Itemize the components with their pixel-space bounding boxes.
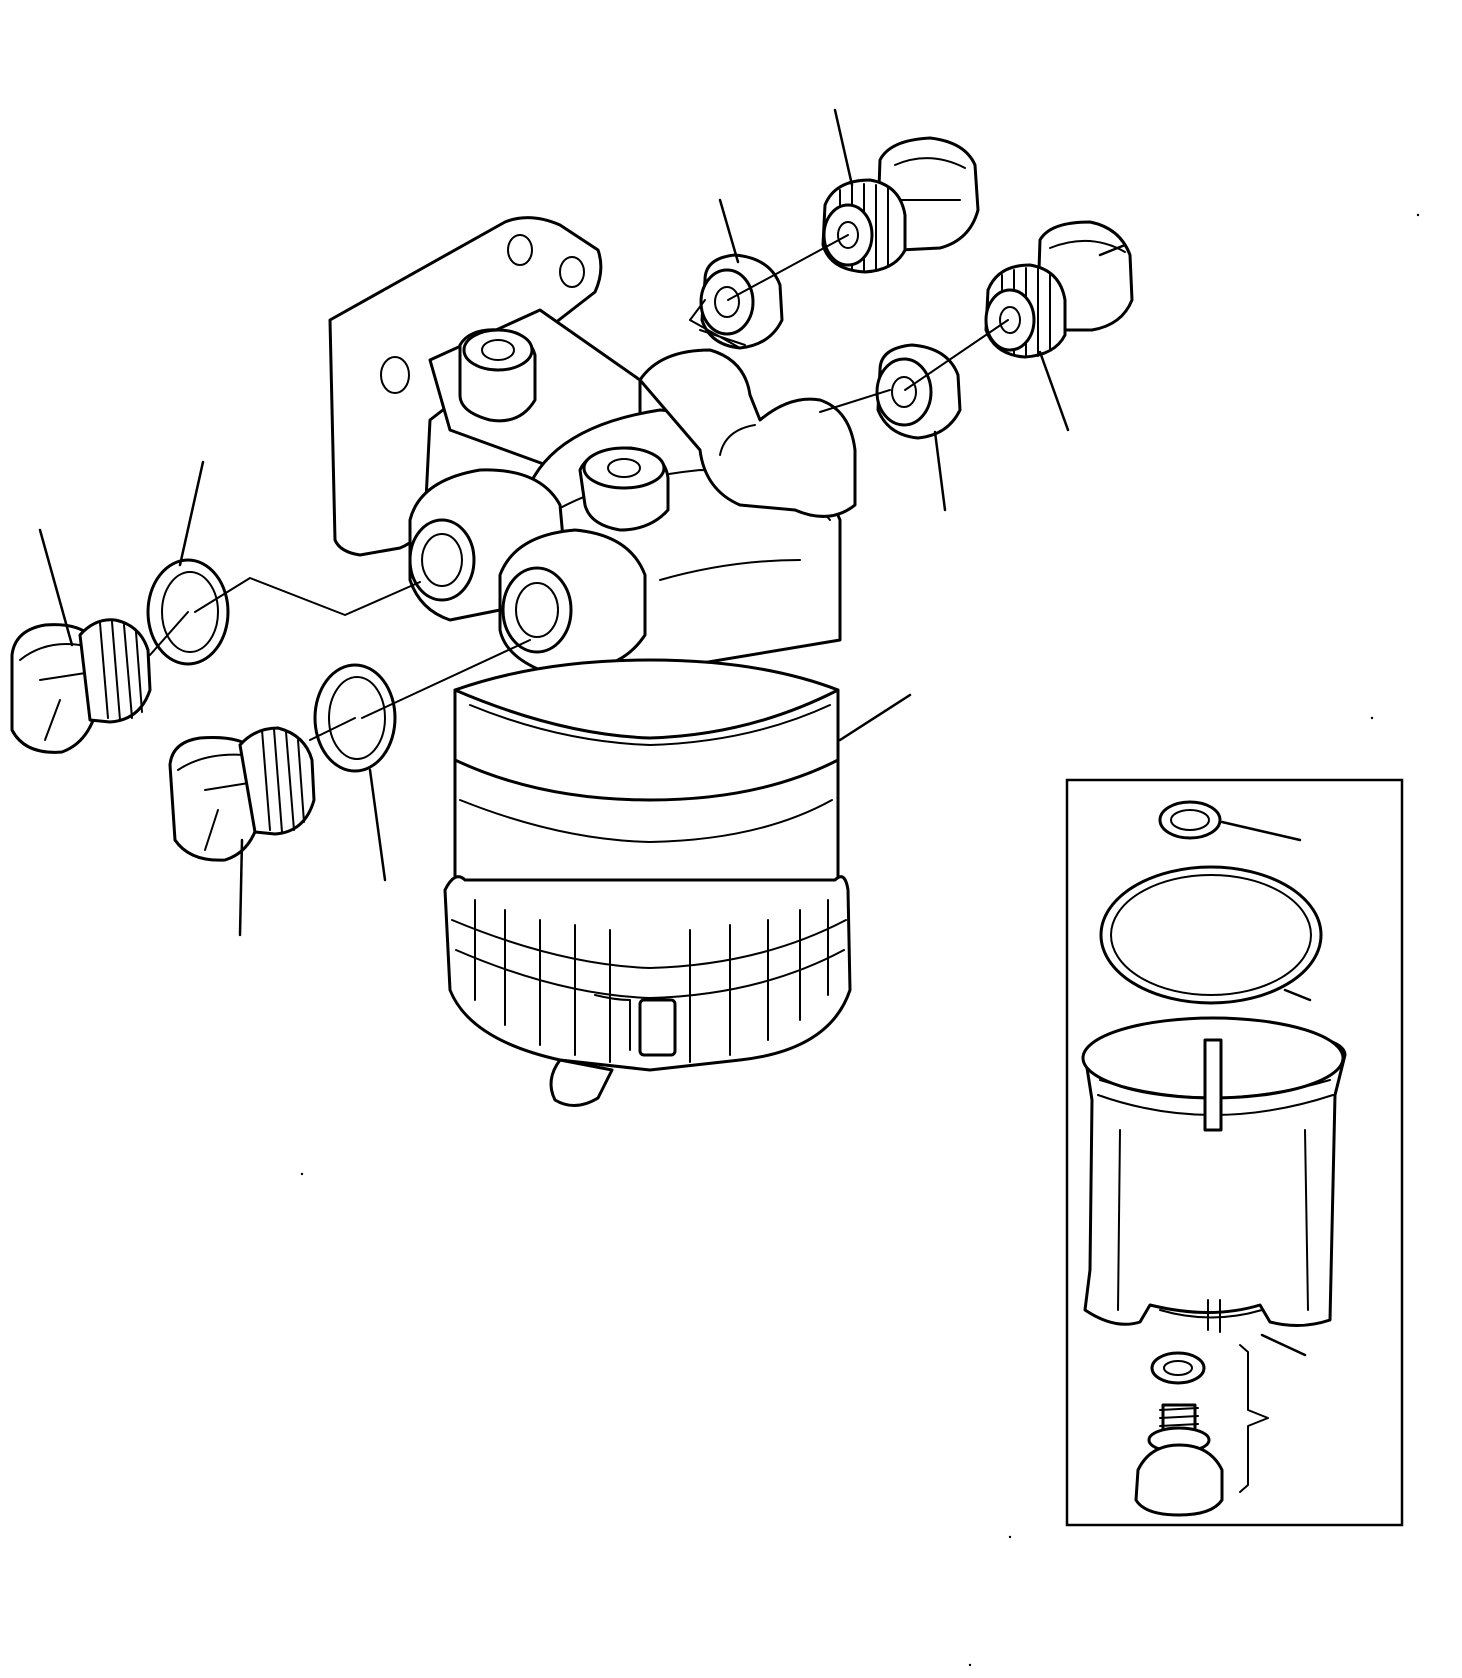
plug-lower-left [168,726,316,862]
banjo-bolt-upper [821,136,980,274]
inset-detail-box [1065,778,1404,1527]
filter-head [408,308,857,682]
scan-specks [300,213,1420,1667]
sleeve-lower-right [875,343,962,440]
inset-drain-washer [1150,1351,1206,1385]
inset-seal-small [1158,800,1302,842]
plug-upper-left [10,618,152,754]
sleeve-upper [699,253,784,350]
inset-o-ring-large [1099,865,1323,1005]
filter-canister [443,658,852,1107]
inset-drain-plug [1134,1403,1224,1517]
leader-lines [38,108,1127,937]
banjo-bolt-lower-right [984,220,1134,359]
inset-filter-cup [1081,1016,1347,1357]
